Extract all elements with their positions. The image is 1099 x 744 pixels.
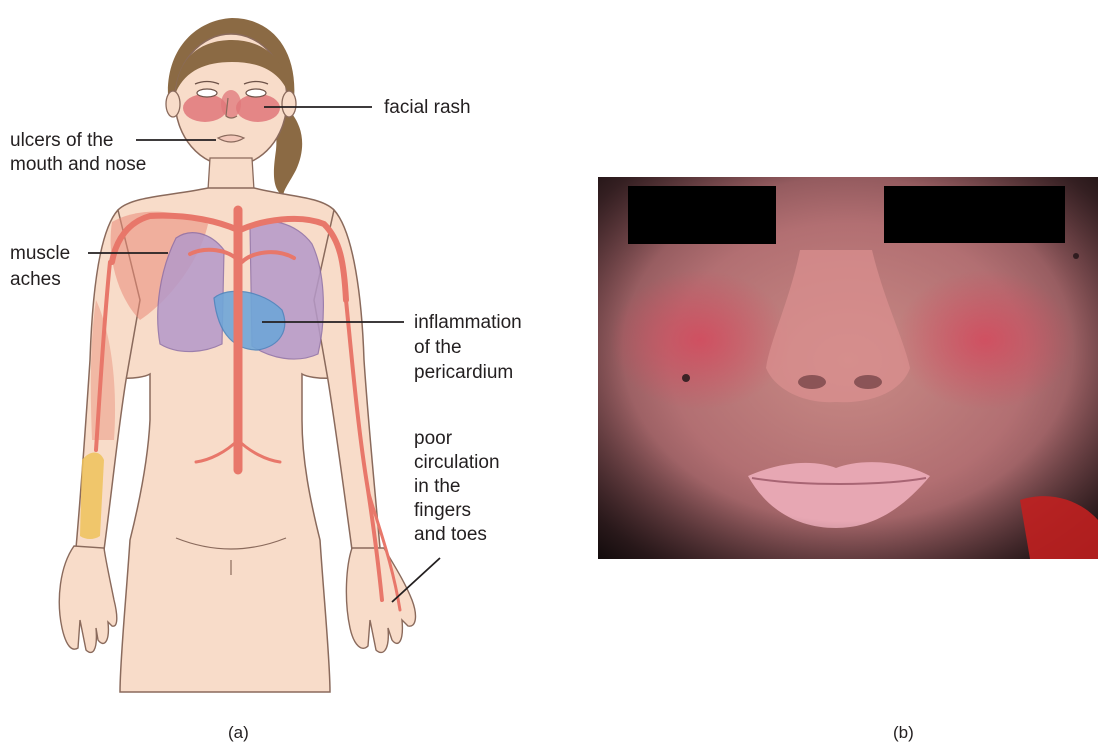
eye-redaction-left: [628, 186, 776, 244]
facial-rash-left: [183, 94, 227, 122]
panel-b-photo: [598, 177, 1098, 559]
label-facial-rash: facial rash: [384, 97, 471, 118]
caption-b: (b): [893, 723, 914, 742]
label-muscle-aches: muscle aches: [10, 243, 75, 290]
label-pericardium: inflammation of the pericardium: [414, 312, 527, 383]
hand-right: [59, 546, 116, 652]
caption-a: (a): [228, 723, 249, 742]
eye-redaction-right: [884, 186, 1065, 243]
label-poor-circulation: poor circulation in the fingers and toes: [414, 428, 505, 545]
panel-a-illustration: [59, 18, 415, 692]
label-ulcers: ulcers of the mouth and nose: [10, 130, 146, 175]
facial-rash-right: [236, 94, 280, 122]
